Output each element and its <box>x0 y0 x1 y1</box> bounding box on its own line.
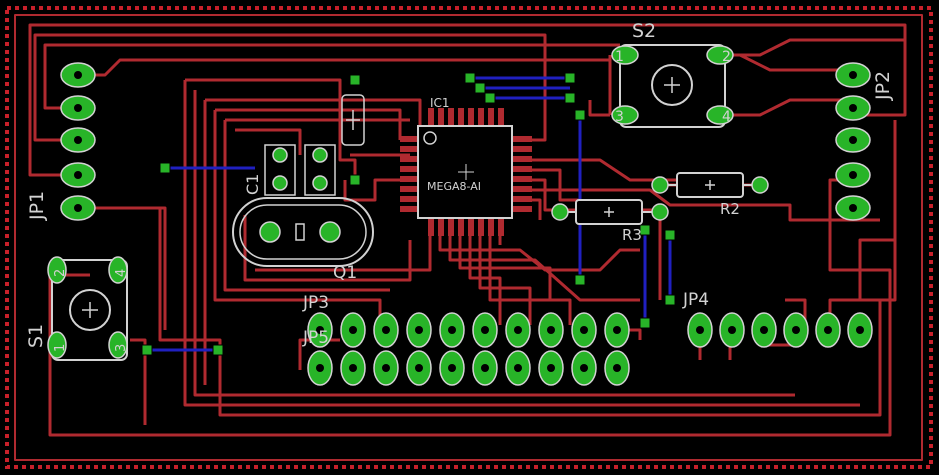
bottom-layer-traces <box>147 76 672 352</box>
jp2-label: JP2 <box>872 71 894 101</box>
s1-pin2: 2 <box>53 269 68 277</box>
r2-resistor <box>651 172 769 198</box>
jp2-header <box>835 62 871 221</box>
s2-label: S2 <box>632 20 656 42</box>
c1-label: C1 <box>243 174 262 195</box>
jp3-label: JP3 <box>302 293 329 313</box>
s1-pin3: 3 <box>114 344 129 352</box>
electrolytic-capacitor <box>341 94 365 146</box>
s2-pin4: 4 <box>722 109 731 125</box>
jp1-header <box>60 62 96 221</box>
ic1-value: MEGA8-AI <box>427 180 481 193</box>
q1-crystal <box>232 197 374 267</box>
s2-switch <box>611 44 734 128</box>
vias <box>141 72 676 356</box>
q1-label: Q1 <box>333 263 357 283</box>
board-outline <box>5 6 933 469</box>
s1-switch <box>47 256 128 361</box>
s2-pin2: 2 <box>722 49 731 65</box>
s1-pin4: 4 <box>114 269 129 277</box>
s2-pin3: 3 <box>615 109 624 125</box>
jp4-label: JP4 <box>682 290 709 310</box>
jp4-header <box>687 312 873 348</box>
jp3-jp5-header <box>307 312 630 386</box>
s1-pin1: 1 <box>53 344 68 352</box>
jp5-label: JP5 <box>302 328 329 348</box>
r3-resistor <box>551 199 669 225</box>
r2-label: R2 <box>720 200 740 218</box>
ic1-label: IC1 <box>430 96 450 110</box>
s2-pin1: 1 <box>615 49 624 65</box>
c1-capacitor <box>264 144 336 196</box>
jp1-label: JP1 <box>26 191 48 221</box>
ic1-chip <box>400 108 532 236</box>
r3-label: R3 <box>622 226 642 244</box>
s1-label: S1 <box>25 324 47 348</box>
